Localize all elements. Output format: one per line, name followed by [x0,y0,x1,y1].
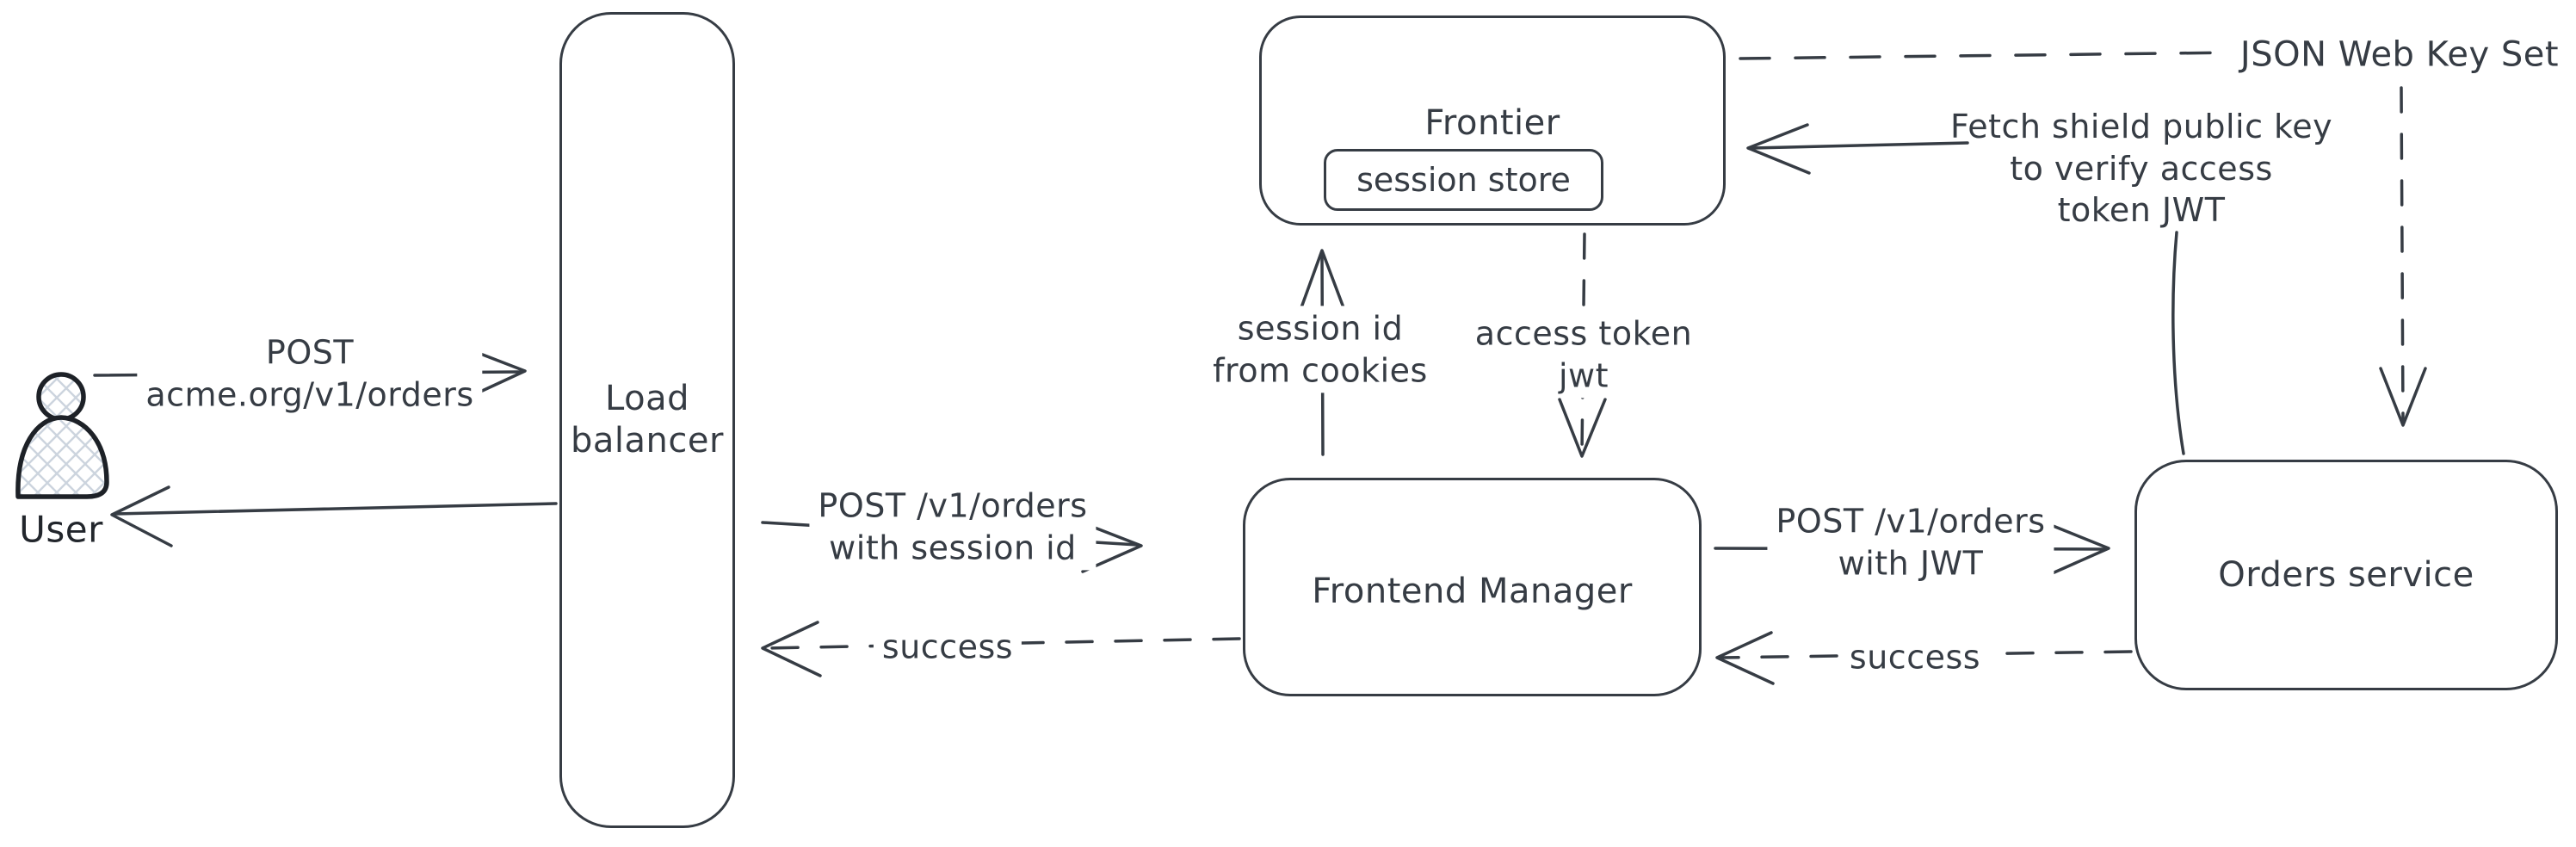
arrow-fetch-key-to-frontier [1746,123,1969,175]
session-id-line2: from cookies [1213,351,1428,389]
frontend-manager-label-line2: Manager [1478,571,1633,611]
orders-service-label: Orders service [2218,554,2474,595]
fetch-note-line3: token JWT [2057,191,2226,230]
success-right-text: success [1849,638,1981,677]
label-json-web-key-set: JSON Web Key Set [2231,31,2568,79]
fetch-note-line2: to verify access [2010,149,2273,188]
edge-label-session-id: session id from cookies [1204,306,1436,393]
post-session-line1: POST /v1/orders [818,486,1088,525]
node-frontend-manager: Frontend Manager [1243,478,1702,696]
session-id-line1: session id [1237,309,1404,348]
access-token-line1: access token [1474,314,1693,353]
user-request-line2: acme.org/v1/orders [145,375,474,413]
post-jwt-line1: POST /v1/orders [1776,502,2046,541]
edge-label-success-left: success [873,624,1022,671]
session-store-label: session store [1356,161,1571,199]
node-session-store: session store [1324,149,1603,211]
frontier-label: Frontier [1424,103,1560,143]
label-fetch-shield-public-key: Fetch shield public key to verify access… [1942,104,2341,233]
node-load-balancer: Load balancer [559,12,735,828]
arrow-load-balancer-to-user [110,485,558,547]
node-frontier: Frontier session store [1259,15,1726,226]
access-token-line2: jwt [1558,356,1609,394]
success-left-text: success [881,628,1014,666]
load-balancer-label-line1: Load [605,379,689,419]
user-label: User [19,508,103,551]
edge-label-post-with-jwt: POST /v1/orders with JWT [1767,498,2054,586]
arrow-jwks-to-orders-service [2379,86,2427,427]
jwks-text: JSON Web Key Set [2239,34,2560,75]
post-session-line2: with session id [829,529,1077,566]
edge-label-access-token: access token jwt [1466,311,1702,399]
post-jwt-line2: with JWT [1838,544,1984,582]
edge-label-success-right: success [1840,634,1990,681]
arrow-success-to-load-balancer [761,621,1241,677]
load-balancer-label-line2: balancer [571,421,724,461]
frontend-manager-label-line1: Frontend [1312,571,1467,611]
edge-label-post-with-session-id: POST /v1/orders with session id [809,483,1096,571]
user-icon [15,372,109,499]
user-request-line1: POST [265,333,355,372]
line-frontier-to-jwks [1739,51,2237,60]
line-orders-service-to-fetch-note [2171,231,2185,455]
edge-label-user-request: POST acme.org/v1/orders [137,330,483,417]
node-orders-service: Orders service [2134,460,2558,690]
fetch-note-line1: Fetch shield public key [1949,108,2333,146]
